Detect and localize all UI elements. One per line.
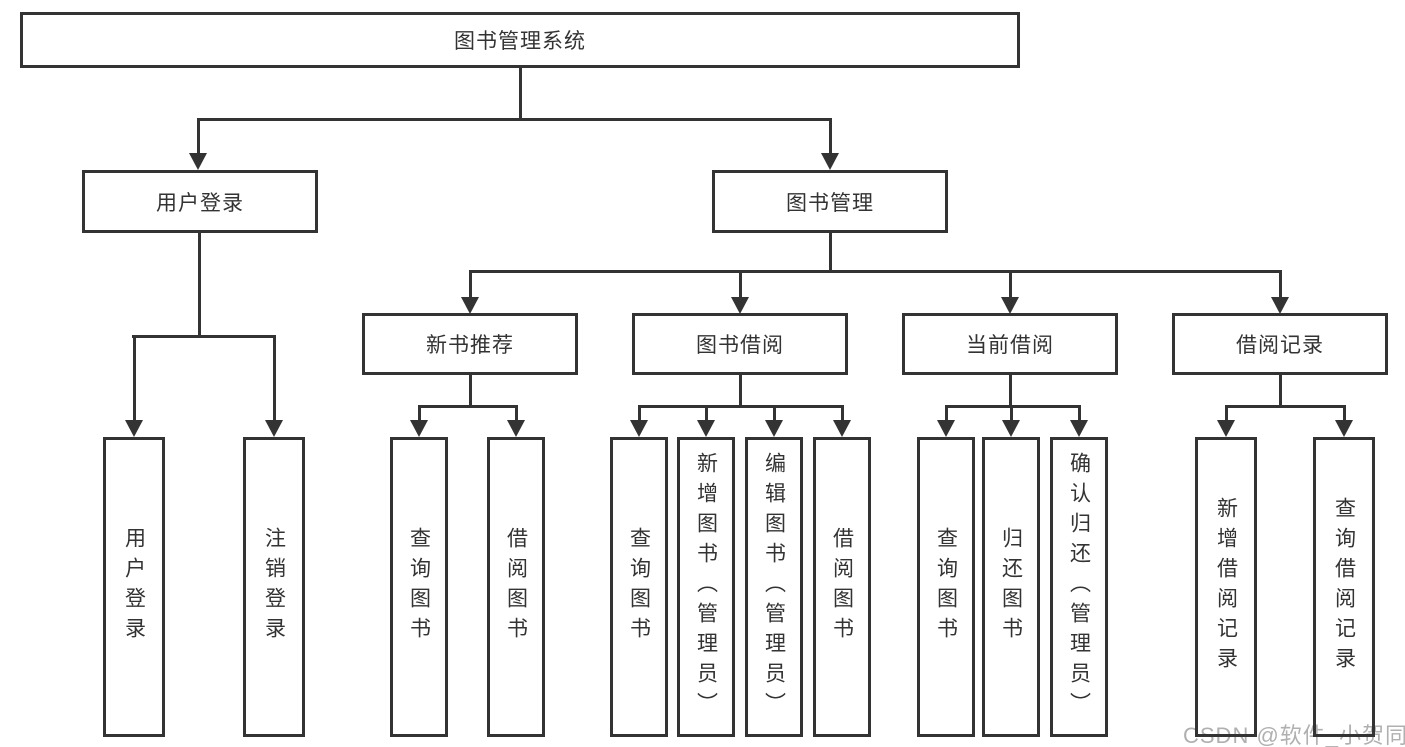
- connector-book-borrow-branch: [638, 405, 844, 408]
- node-book-borrow: 图书借阅: [632, 313, 848, 375]
- connector-to-borrow-records: [1279, 270, 1282, 298]
- connector-login-branch: [132, 335, 276, 338]
- connector-root-stem: [519, 66, 522, 120]
- leaf-return-book-label: 归还图书: [999, 527, 1023, 647]
- arrowhead-leaf-query-books-3: [937, 420, 955, 437]
- leaf-borrow-books-1-label: 借阅图书: [504, 527, 528, 647]
- arrowhead-leaf-user-login: [125, 420, 143, 437]
- node-user-login-label: 用户登录: [156, 191, 244, 215]
- node-user-login: 用户登录: [82, 170, 318, 233]
- leaf-edit-book-admin-label: 编辑图书（管理员）: [762, 452, 786, 722]
- connector-to-leaf-query-books-2: [638, 405, 641, 422]
- leaf-query-borrow-record: 查询借阅记录: [1313, 437, 1375, 737]
- leaf-query-books-1-label: 查询图书: [407, 527, 431, 647]
- connector-to-leaf-logout: [273, 335, 276, 422]
- arrowhead-leaf-add-record: [1217, 420, 1235, 437]
- connector-current-borrow-branch: [945, 405, 1081, 408]
- leaf-edit-book-admin: 编辑图书（管理员）: [745, 437, 803, 737]
- arrowhead-current-borrow: [1001, 297, 1019, 314]
- arrowhead-leaf-query-record: [1335, 420, 1353, 437]
- connector-management-stem: [829, 233, 832, 273]
- leaf-borrow-books-1: 借阅图书: [487, 437, 545, 737]
- leaf-user-login: 用户登录: [103, 437, 165, 737]
- connector-level3-branch: [469, 270, 1282, 273]
- leaf-add-book-admin: 新增图书（管理员）: [677, 437, 735, 737]
- connector-borrow-records-branch: [1225, 405, 1346, 408]
- leaf-logout: 注销登录: [243, 437, 305, 737]
- connector-to-leaf-return-book: [1010, 405, 1013, 422]
- leaf-confirm-return-admin: 确认归还（管理员）: [1050, 437, 1108, 737]
- connector-recommend-stem: [469, 375, 472, 408]
- connector-to-leaf-confirm-return: [1078, 405, 1081, 422]
- node-new-book-recommend-label: 新书推荐: [426, 334, 514, 357]
- arrowhead-book-management: [821, 153, 839, 170]
- leaf-user-login-label: 用户登录: [122, 527, 146, 647]
- arrowhead-leaf-logout: [265, 420, 283, 437]
- arrowhead-borrow-records: [1271, 297, 1289, 314]
- connector-to-leaf-query-books-1: [418, 405, 421, 422]
- arrowhead-leaf-borrow-books-2: [833, 420, 851, 437]
- connector-current-borrow-stem: [1009, 375, 1012, 408]
- connector-level1-branch: [197, 118, 832, 121]
- leaf-query-borrow-record-label: 查询借阅记录: [1332, 497, 1356, 677]
- connector-to-leaf-query-record: [1343, 405, 1346, 422]
- arrowhead-leaf-query-books-2: [630, 420, 648, 437]
- connector-recommend-branch: [418, 405, 518, 408]
- connector-to-leaf-borrow-books-2: [841, 405, 844, 422]
- connector-to-new-book-recommend: [469, 270, 472, 298]
- node-borrow-records: 借阅记录: [1172, 313, 1388, 375]
- arrowhead-leaf-confirm-return: [1070, 420, 1088, 437]
- arrowhead-leaf-borrow-books-1: [507, 420, 525, 437]
- connector-to-current-borrow: [1009, 270, 1012, 298]
- node-book-borrow-label: 图书借阅: [696, 334, 784, 357]
- connector-to-user-login: [197, 118, 200, 154]
- leaf-borrow-books-2: 借阅图书: [813, 437, 871, 737]
- connector-to-leaf-edit-book: [773, 405, 776, 422]
- arrowhead-leaf-return-book: [1002, 420, 1020, 437]
- node-book-management: 图书管理: [712, 170, 948, 233]
- node-root-label: 图书管理系统: [454, 30, 586, 53]
- arrowhead-leaf-query-books-1: [410, 420, 428, 437]
- connector-to-leaf-user-login: [133, 335, 136, 422]
- leaf-add-borrow-record: 新增借阅记录: [1195, 437, 1257, 737]
- arrowhead-book-borrow: [731, 297, 749, 314]
- node-current-borrow-label: 当前借阅: [966, 334, 1054, 357]
- leaf-query-books-3-label: 查询图书: [934, 527, 958, 647]
- leaf-query-books-2: 查询图书: [610, 437, 668, 737]
- arrowhead-user-login: [189, 153, 207, 170]
- node-new-book-recommend: 新书推荐: [362, 313, 578, 375]
- arrowhead-leaf-add-book: [697, 420, 715, 437]
- node-root: 图书管理系统: [20, 12, 1020, 68]
- leaf-query-books-2-label: 查询图书: [627, 527, 651, 647]
- leaf-query-books-1: 查询图书: [390, 437, 448, 737]
- connector-book-borrow-stem: [739, 375, 742, 408]
- connector-to-leaf-query-books-3: [945, 405, 948, 422]
- arrowhead-new-book-recommend: [461, 297, 479, 314]
- leaf-logout-label: 注销登录: [262, 527, 286, 647]
- leaf-add-borrow-record-label: 新增借阅记录: [1214, 497, 1238, 677]
- node-book-management-label: 图书管理: [786, 191, 874, 215]
- node-current-borrow: 当前借阅: [902, 313, 1118, 375]
- connector-to-leaf-borrow-books-1: [515, 405, 518, 422]
- connector-login-stem: [198, 233, 201, 338]
- leaf-add-book-admin-label: 新增图书（管理员）: [694, 452, 718, 722]
- leaf-query-books-3: 查询图书: [917, 437, 975, 737]
- connector-to-book-borrow: [739, 270, 742, 298]
- connector-to-book-management: [829, 118, 832, 154]
- connector-to-leaf-add-book: [705, 405, 708, 422]
- arrowhead-leaf-edit-book: [765, 420, 783, 437]
- leaf-borrow-books-2-label: 借阅图书: [830, 527, 854, 647]
- node-borrow-records-label: 借阅记录: [1236, 334, 1324, 357]
- leaf-confirm-return-admin-label: 确认归还（管理员）: [1067, 452, 1091, 722]
- connector-to-leaf-add-record: [1225, 405, 1228, 422]
- leaf-return-book: 归还图书: [982, 437, 1040, 737]
- connector-borrow-records-stem: [1279, 375, 1282, 408]
